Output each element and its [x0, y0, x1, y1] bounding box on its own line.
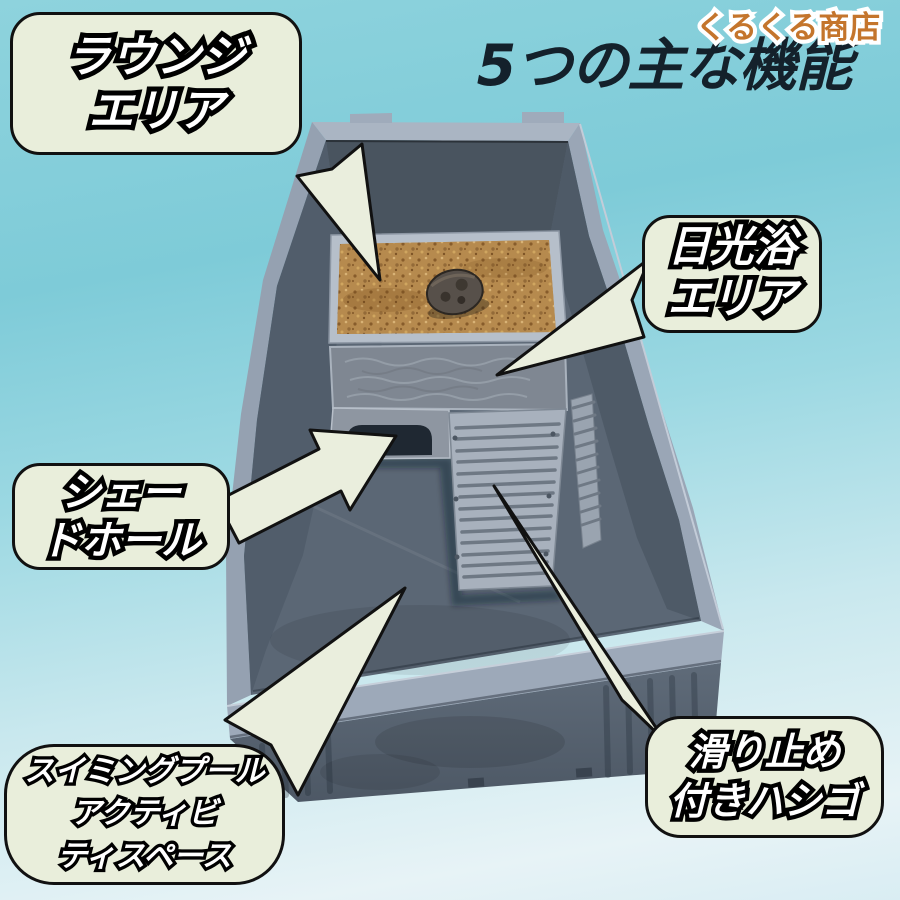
arrow-to-shade-hole — [215, 428, 398, 545]
callout-line: ティスペースティスペース — [54, 836, 235, 878]
callout-line: シェーシェー — [57, 465, 186, 520]
callout-arrows — [215, 142, 667, 797]
shop-badge: くるくる商店くるくる商店 — [680, 2, 896, 50]
ladder — [448, 408, 567, 591]
shop-badge-text: くるくる商店くるくる商店 — [692, 6, 885, 50]
ladder-wall-section — [570, 393, 602, 549]
turtle — [425, 268, 490, 319]
callout-line: エリアエリア — [84, 79, 229, 142]
callout-line: 滑り止め滑り止め — [684, 725, 844, 777]
rim-tab — [350, 113, 392, 123]
arrow-to-lounge — [295, 142, 382, 282]
arrow-to-pool — [223, 586, 407, 797]
callout-shade-hole: シェーシェー ドホールドホール — [12, 463, 230, 570]
callout-swimming-pool: スイミングプールスイミングプール アクティビアクティビ ティスペースティスペース — [4, 744, 285, 885]
platform-assembly — [322, 230, 602, 606]
callout-line: スイミングプールスイミングプール — [21, 750, 268, 792]
callout-line: ドホールドホール — [37, 513, 206, 568]
callout-line: ラウンジラウンジ — [61, 25, 251, 88]
callout-line: 日光浴日光浴 — [663, 218, 801, 277]
basking-platform — [328, 342, 569, 412]
callout-lounge-area: ラウンジラウンジ エリアエリア — [10, 12, 302, 155]
arrow-to-ladder — [492, 484, 667, 743]
callout-basking-area: 日光浴日光浴 エリアエリア — [642, 215, 822, 333]
callout-line: エリアエリア — [663, 269, 801, 328]
page-title: 5つの主な機能 — [476, 33, 853, 99]
callout-non-slip-ladder: 滑り止め滑り止め 付きハシゴ付きハシゴ — [645, 716, 884, 838]
callout-line: 付きハシゴ付きハシゴ — [665, 775, 863, 827]
arrow-to-basking — [495, 256, 652, 377]
rim-tab — [522, 112, 564, 123]
callout-line: アクティビアクティビ — [68, 793, 221, 835]
